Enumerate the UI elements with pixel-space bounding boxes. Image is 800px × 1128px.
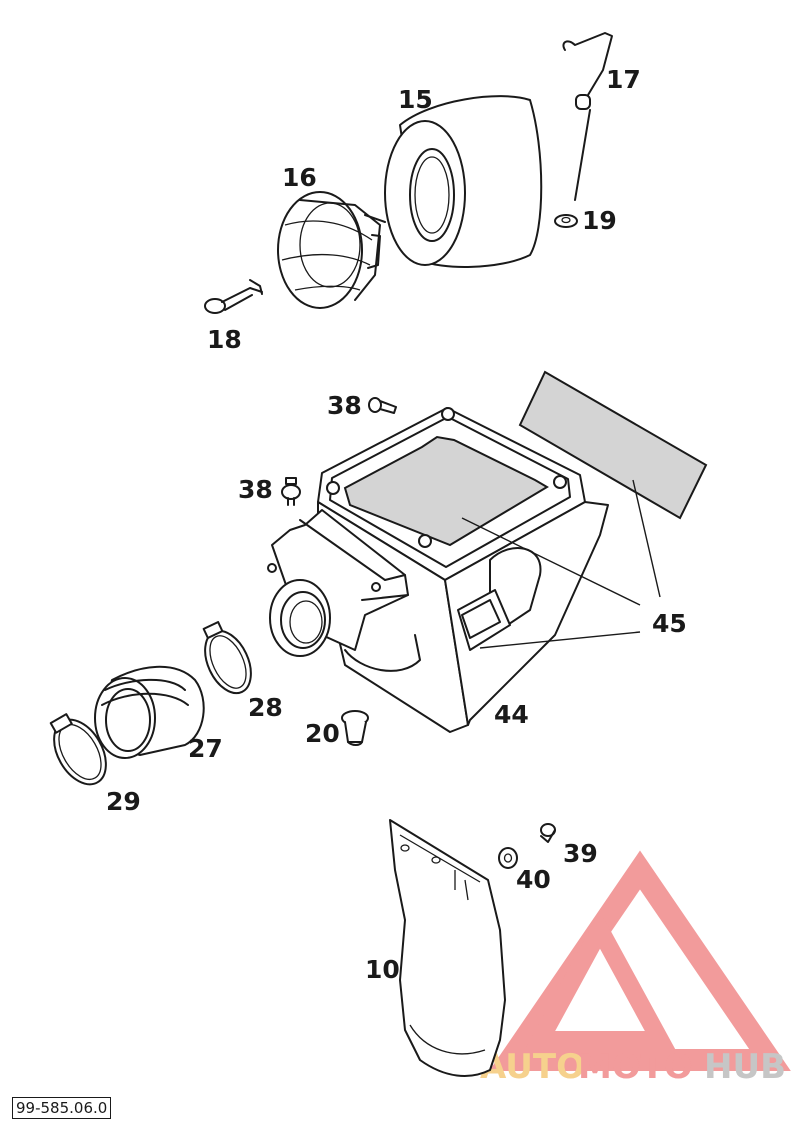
washer — [498, 847, 518, 869]
watermark-logo: AUTO MOTO HUB — [480, 850, 791, 1087]
label-part-10: 10 — [365, 955, 400, 984]
label-part-20: 20 — [305, 719, 340, 748]
label-part-39: 39 — [563, 839, 598, 868]
label-part-27: 27 — [188, 734, 223, 763]
rubber-sleeve — [94, 665, 205, 759]
air-box — [267, 407, 609, 733]
screw-lower — [281, 477, 301, 506]
label-part-38-upper: 38 — [327, 391, 362, 420]
watermark-word-moto: MOTO — [578, 1047, 693, 1087]
filter-cage — [277, 191, 386, 309]
mud-flap — [389, 819, 506, 1077]
nut — [554, 214, 578, 228]
label-part-16: 16 — [282, 163, 317, 192]
label-part-38-lower: 38 — [238, 475, 273, 504]
label-part-28: 28 — [248, 693, 283, 722]
label-part-17: 17 — [606, 65, 641, 94]
screw-39 — [540, 823, 556, 843]
label-part-18: 18 — [207, 325, 242, 354]
watermark-word-auto: AUTO — [480, 1047, 585, 1087]
label-part-44: 44 — [494, 700, 529, 729]
air-filter-element — [384, 95, 543, 268]
screw-upper — [368, 397, 397, 414]
hose-clamp-29 — [49, 713, 107, 786]
mounting-pin — [204, 279, 263, 314]
drawing-code: 99-585.06.0 — [12, 1097, 112, 1119]
label-part-15: 15 — [398, 85, 433, 114]
label-part-29: 29 — [106, 787, 141, 816]
label-part-40: 40 — [516, 865, 551, 894]
drain-plug — [341, 710, 369, 746]
label-part-45: 45 — [652, 609, 687, 638]
sticker-panel — [518, 370, 708, 520]
hose-clamp-28 — [202, 621, 252, 695]
wire-clip — [562, 32, 613, 201]
label-part-19: 19 — [582, 206, 617, 235]
watermark-triangle-inner — [524, 911, 676, 1049]
watermark-word-hub: HUB — [704, 1047, 786, 1087]
leader-lines — [461, 479, 661, 649]
